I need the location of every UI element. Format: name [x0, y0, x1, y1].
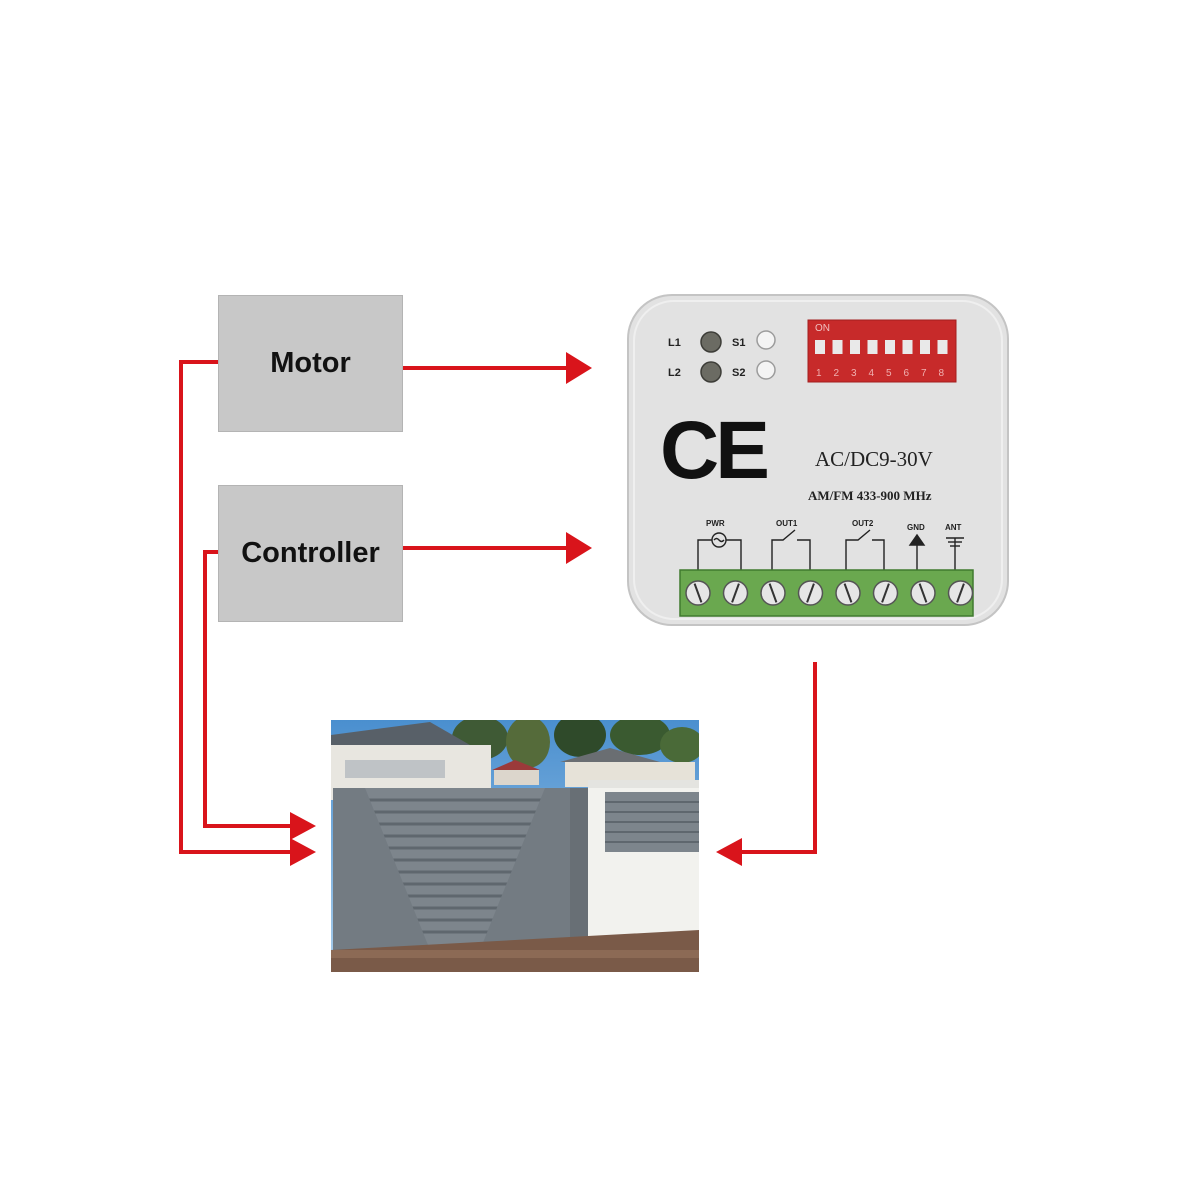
- antenna-icon: [946, 537, 964, 572]
- dip-switch-number: 4: [869, 368, 875, 379]
- dip-switch-key: [920, 340, 930, 354]
- dip-switch-number: 1: [816, 368, 822, 379]
- switch-2-label: S2: [732, 367, 745, 379]
- screw-slot: [918, 583, 928, 603]
- frequency-label: AM/FM 433-900 MHz: [808, 488, 932, 503]
- motor-box: Motor: [218, 295, 403, 432]
- ground-icon: [908, 533, 926, 572]
- voltage-label: AC/DC9-30V: [815, 447, 933, 471]
- pwr-label: PWR: [706, 519, 725, 528]
- controller-label: Controller: [241, 537, 380, 569]
- screw-slot: [768, 583, 778, 603]
- dip-switch-number: 2: [834, 368, 840, 379]
- out1-label: OUT1: [776, 519, 798, 528]
- out2-label: OUT2: [852, 519, 874, 528]
- dip-switch-key: [937, 340, 948, 354]
- arrow-right-icon: [290, 838, 316, 866]
- gnd-label: GND: [907, 523, 925, 532]
- dip-switch-key: [867, 340, 878, 354]
- power-icon: [697, 532, 742, 572]
- controller-to-gate-line: [203, 550, 290, 828]
- relay-switch-icon: [771, 529, 811, 572]
- arrow-right-icon: [290, 812, 316, 840]
- dip-switch-key: [850, 340, 860, 354]
- dip-switch-number: 7: [921, 368, 927, 379]
- dip-switch-number: 6: [904, 368, 910, 379]
- dip-switch-number: 5: [886, 368, 892, 379]
- arrow-left-icon: [716, 838, 742, 866]
- screw-slot: [806, 583, 815, 603]
- controller-box: Controller: [218, 485, 403, 622]
- dip-switch-key: [902, 340, 913, 354]
- dip-switch-key: [815, 340, 825, 354]
- motor-label: Motor: [270, 347, 351, 379]
- led-1-label: L1: [668, 337, 681, 349]
- arrow-right-icon: [566, 352, 592, 384]
- relay-switch-icon: [845, 529, 885, 572]
- led-2-label: L2: [668, 367, 681, 379]
- dip-switch-key: [885, 340, 895, 354]
- arrow-right-icon: [566, 532, 592, 564]
- dip-switch-number: 8: [939, 368, 945, 379]
- ce-mark: CE: [660, 405, 767, 496]
- screw-slot: [731, 583, 740, 603]
- screw-slot: [843, 583, 853, 603]
- dip-switch-number: 3: [851, 368, 857, 379]
- dip-switch-key: [832, 340, 843, 354]
- receiver-to-gate-line: [740, 662, 817, 854]
- screw-slot: [956, 583, 965, 603]
- motor-to-gate-line: [179, 360, 290, 854]
- screw-slot: [881, 583, 890, 603]
- dip-on-label: ON: [815, 323, 830, 334]
- ant-label: ANT: [945, 523, 962, 532]
- switch-1-label: S1: [732, 337, 745, 349]
- screw-slot: [693, 583, 703, 603]
